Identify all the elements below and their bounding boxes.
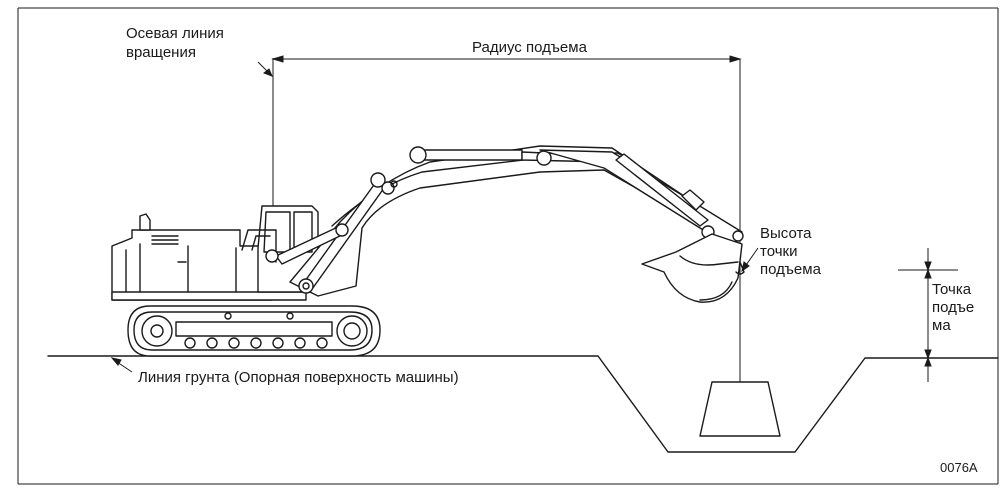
- rotation-axis-label-line1: Осевая линия: [126, 25, 224, 42]
- rotation-axis-label-line2: вращения: [126, 44, 196, 61]
- lift-point-label-line3: ма: [932, 317, 951, 334]
- ground-line: [47, 355, 999, 453]
- excavator: [111, 145, 745, 357]
- lift-point-label-line1: Точка: [932, 281, 972, 298]
- load-block: [699, 381, 781, 437]
- lifting-radius-label: Радиус подъема: [472, 39, 588, 56]
- ground-line-label: Линия грунта (Опорная поверхность машины…: [138, 369, 459, 386]
- lift-height-label-line3: подъема: [760, 261, 822, 278]
- figure-code: 0076A: [940, 460, 978, 475]
- lift-height-label-line2: точки: [760, 243, 797, 260]
- lift-height-label-line1: Высота: [760, 225, 812, 242]
- lift-point-label-line2: подъе: [932, 299, 974, 316]
